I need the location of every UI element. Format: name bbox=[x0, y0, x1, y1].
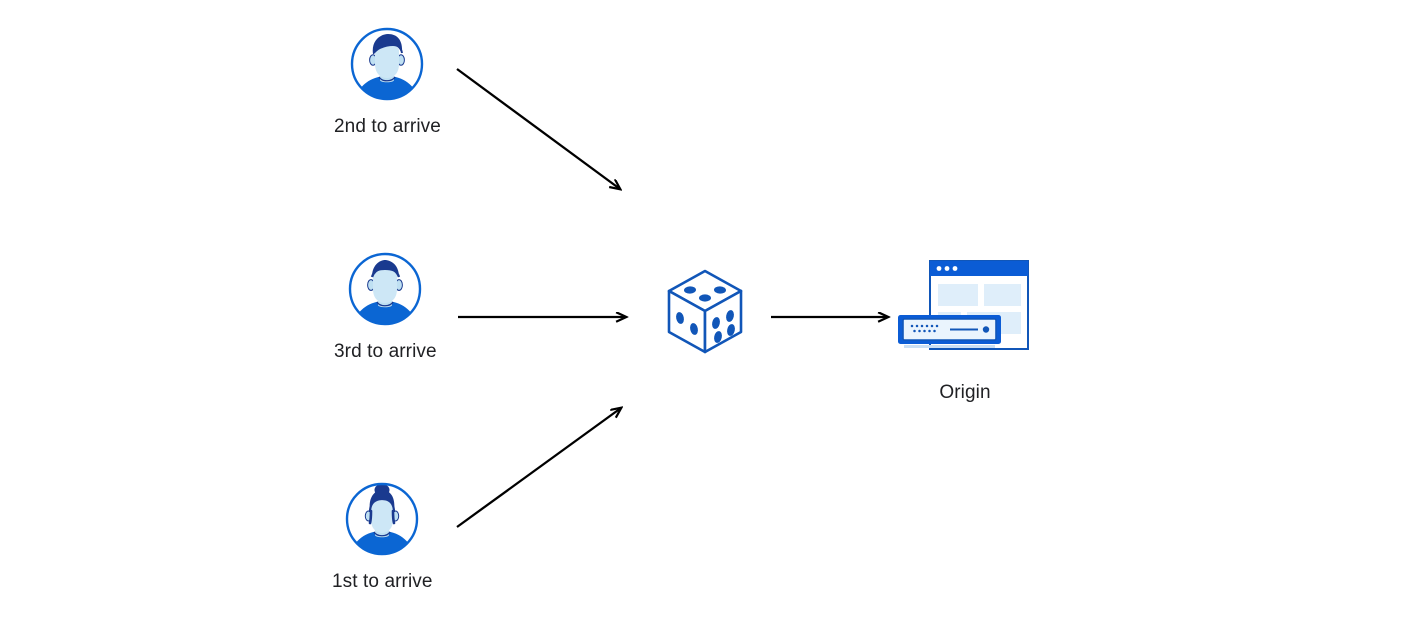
node-label-user-third: 3rd to arrive bbox=[334, 341, 437, 362]
origin-server-icon bbox=[890, 255, 1040, 370]
node-user-third[interactable]: 3rd to arrive bbox=[334, 251, 437, 363]
avatar bbox=[344, 481, 420, 557]
avatar bbox=[347, 251, 423, 327]
node-user-first[interactable]: 1st to arrive bbox=[332, 481, 433, 593]
dice-icon bbox=[660, 266, 750, 363]
node-user-second[interactable]: 2nd to arrive bbox=[334, 26, 441, 138]
node-origin[interactable]: Origin bbox=[890, 255, 1040, 404]
node-randomizer[interactable] bbox=[660, 266, 750, 363]
arrow-first-to-dice bbox=[456, 408, 621, 528]
node-label-user-second: 2nd to arrive bbox=[334, 116, 441, 137]
arrow-second-to-dice bbox=[456, 68, 620, 189]
node-label-user-first: 1st to arrive bbox=[332, 571, 433, 592]
node-label-origin: Origin bbox=[939, 382, 991, 403]
avatar bbox=[349, 26, 425, 102]
server-device bbox=[898, 315, 1001, 348]
